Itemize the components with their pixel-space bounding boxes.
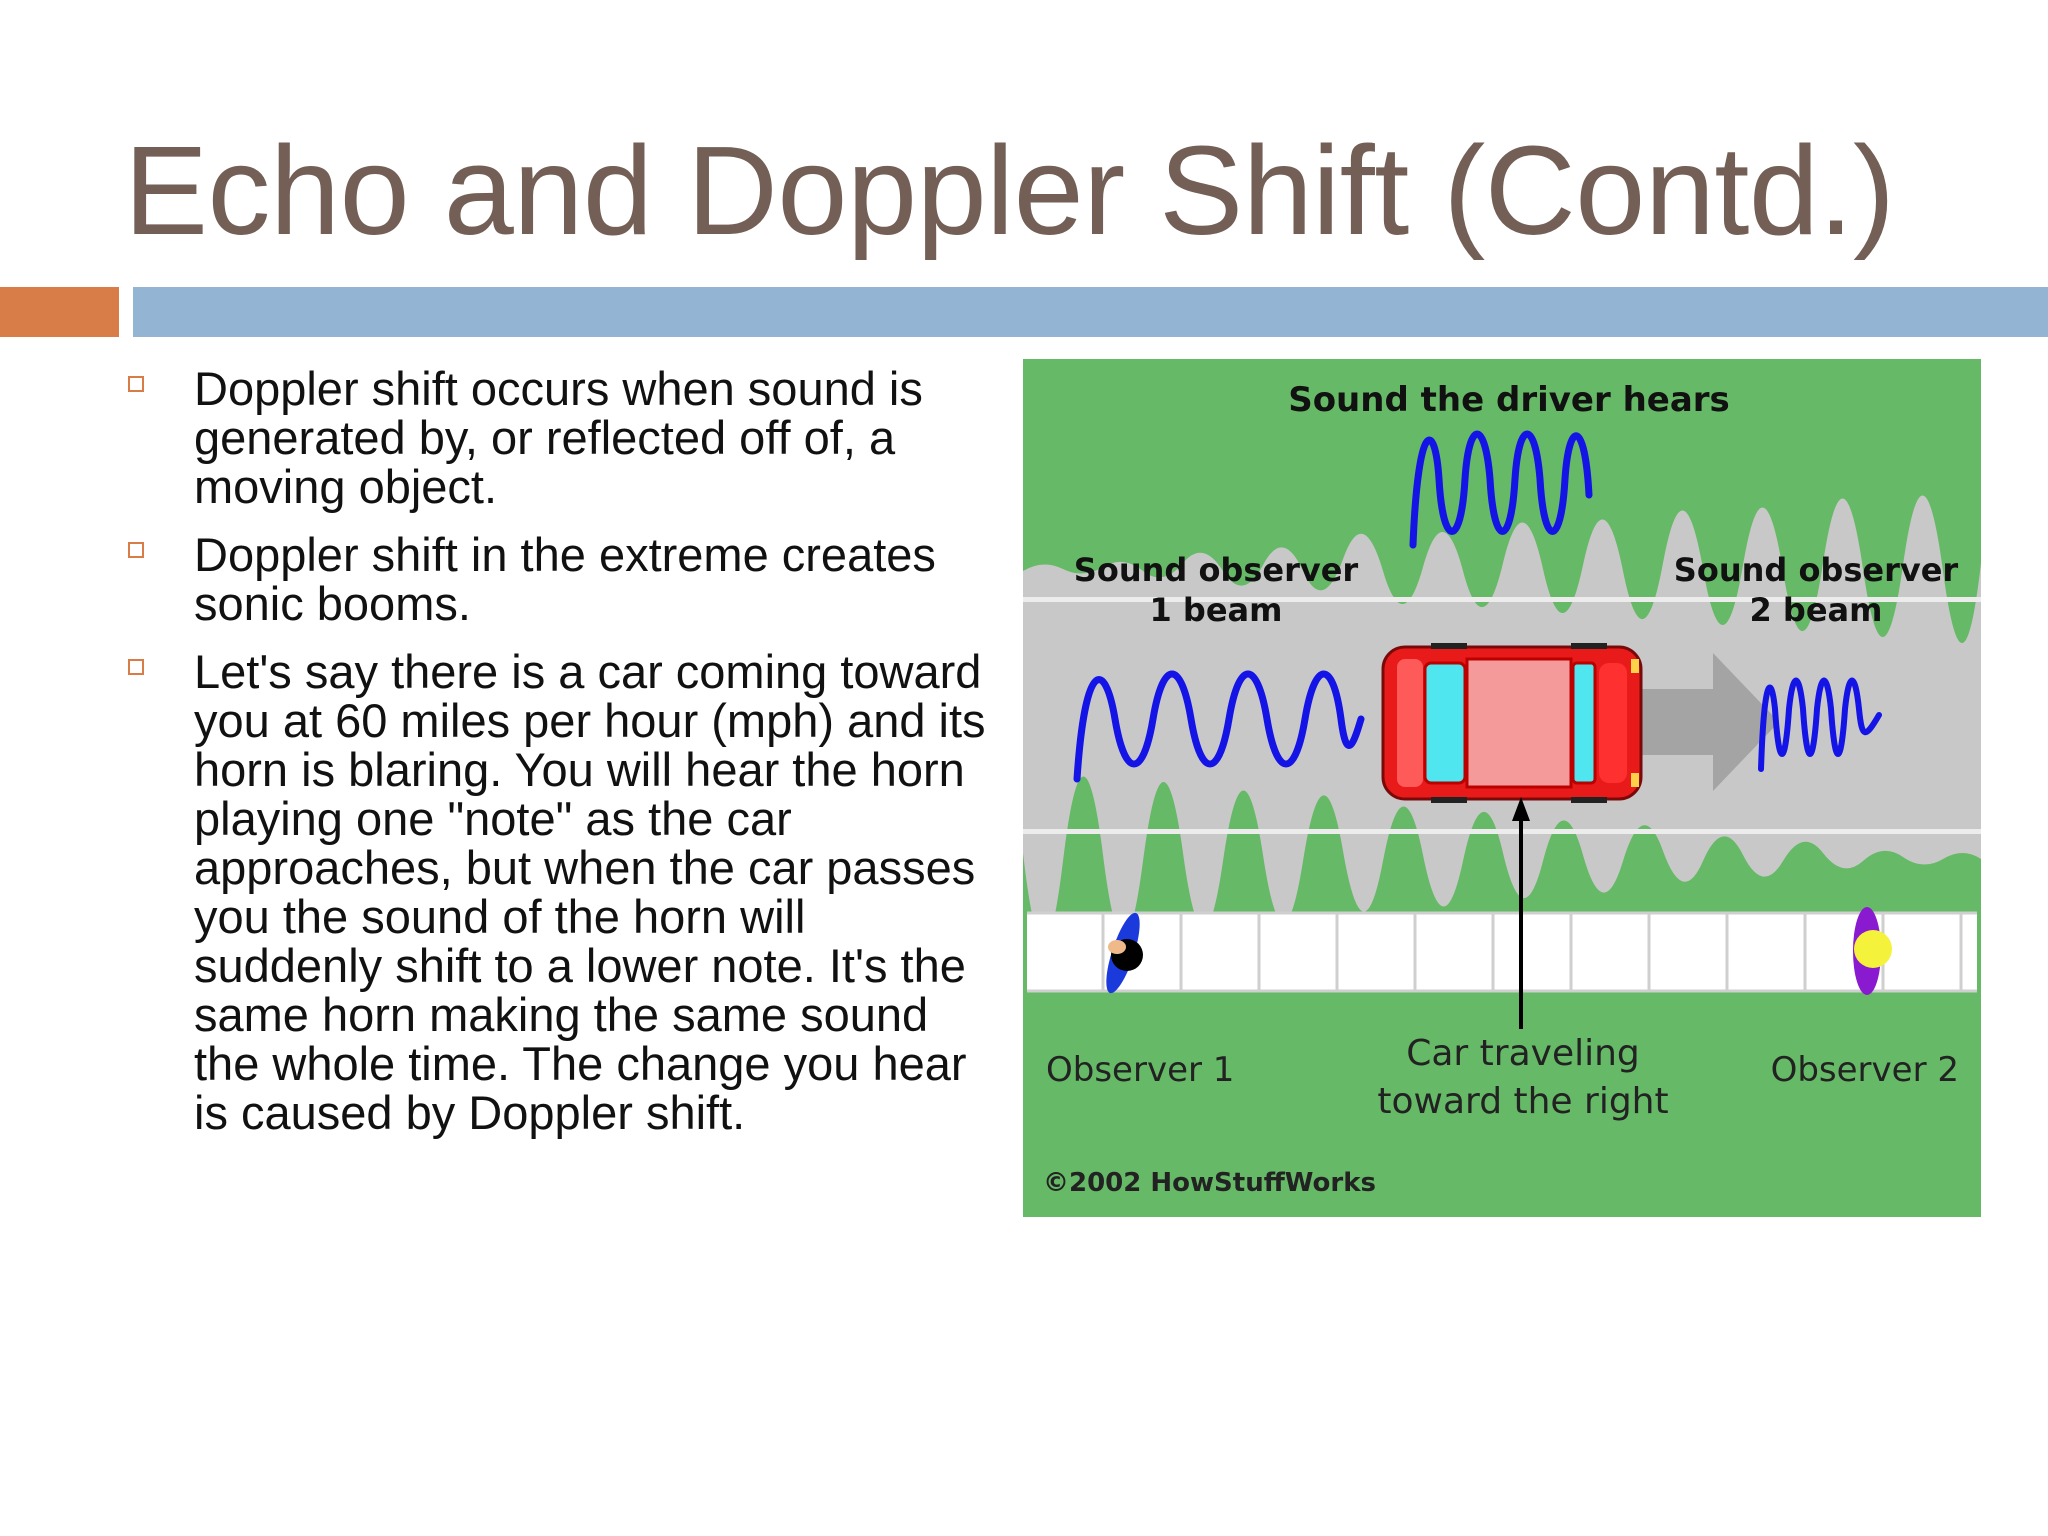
driver-sound-wave	[1409, 430, 1593, 549]
car-icon	[1381, 643, 1643, 803]
bullet-item: Doppler shift in the extreme creates son…	[124, 530, 1004, 628]
bullet-list: Doppler shift occurs when sound is gener…	[124, 364, 1004, 1156]
title-accent-blue-bar	[133, 287, 2048, 337]
doppler-diagram: Sound the driver hears Sound observer 1 …	[1023, 359, 1981, 1217]
label-observer1-beam-line1: Sound observer	[1074, 551, 1359, 589]
bullet-item: Let's say there is a car coming toward y…	[124, 647, 1004, 1137]
observer1-person-icon	[1106, 912, 1143, 994]
road-edge-bottom	[1023, 829, 1981, 834]
observer2-person-icon	[1853, 907, 1892, 995]
bullet-text: Doppler shift occurs when sound is gener…	[194, 362, 923, 513]
copyright-text: ©2002 HowStuffWorks	[1043, 1168, 1376, 1198]
square-bullet-icon	[128, 542, 144, 558]
label-observer1: Observer 1	[1046, 1050, 1234, 1090]
bullet-text: Doppler shift in the extreme creates son…	[194, 528, 936, 630]
label-car-line1: Car traveling	[1406, 1033, 1640, 1074]
motion-arrow-icon	[1635, 653, 1779, 791]
observer2-sound-wave	[1758, 677, 1882, 772]
road-edge-top	[1023, 597, 1981, 602]
label-observer2: Observer 2	[1771, 1050, 1959, 1090]
label-car-line2: toward the right	[1377, 1081, 1668, 1122]
label-observer2-beam-line2: 2 beam	[1750, 591, 1883, 629]
label-observer2-beam-line1: Sound observer	[1674, 551, 1959, 589]
sidewalk	[1027, 913, 1977, 991]
car-pointer-arrowhead-icon	[1512, 797, 1530, 821]
square-bullet-icon	[128, 376, 144, 392]
label-driver-hears: Sound the driver hears	[1288, 380, 1730, 420]
slide-title: Echo and Doppler Shift (Contd.)	[124, 120, 1895, 261]
label-observer1-beam-line2: 1 beam	[1150, 591, 1283, 629]
square-bullet-icon	[128, 659, 144, 675]
doppler-diagram-svg: Sound the driver hears Sound observer 1 …	[1023, 359, 1981, 1217]
bullet-text: Let's say there is a car coming toward y…	[194, 645, 986, 1139]
title-accent-orange-bar	[0, 287, 119, 337]
observer1-sound-wave	[1073, 670, 1365, 783]
bullet-item: Doppler shift occurs when sound is gener…	[124, 364, 1004, 511]
